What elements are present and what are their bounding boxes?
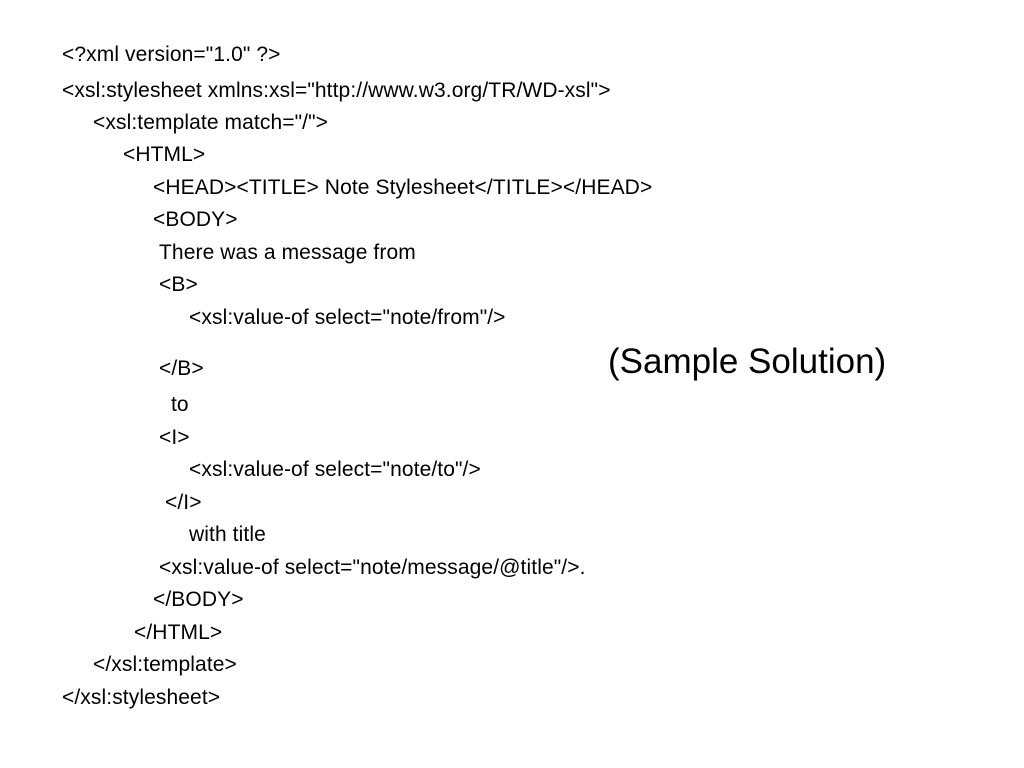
code-line-with-title-text: with title	[189, 523, 266, 546]
sample-solution-label: (Sample Solution)	[608, 342, 887, 381]
code-line-to-text: to	[171, 393, 189, 416]
code-line-value-of-title: <xsl:value-of select="note/message/@titl…	[159, 556, 586, 579]
code-line-body-open: <BODY>	[153, 208, 238, 231]
code-line-body-close: </BODY>	[153, 588, 244, 611]
code-line-bold-close: </B>	[159, 357, 204, 380]
code-line-stylesheet-open: <xsl:stylesheet xmlns:xsl="http://www.w3…	[62, 79, 611, 102]
code-line-head: <HEAD><TITLE> Note Stylesheet</TITLE></H…	[153, 176, 653, 199]
code-line-value-of-from: <xsl:value-of select="note/from"/>	[189, 306, 506, 329]
code-line-html-open: <HTML>	[123, 143, 206, 166]
code-line-html-close: </HTML>	[134, 621, 223, 644]
code-line-bold-open: <B>	[159, 273, 198, 296]
code-line-italic-close: </I>	[165, 491, 202, 514]
code-line-template-open: <xsl:template match="/">	[93, 111, 328, 134]
code-line-value-of-to: <xsl:value-of select="note/to"/>	[189, 458, 481, 481]
code-line-xml-declaration: <?xml version="1.0" ?>	[62, 43, 281, 66]
code-line-stylesheet-close: </xsl:stylesheet>	[62, 686, 221, 709]
code-line-message-text: There was a message from	[159, 241, 416, 264]
code-line-italic-open: <I>	[159, 426, 190, 449]
code-line-template-close: </xsl:template>	[93, 653, 237, 676]
